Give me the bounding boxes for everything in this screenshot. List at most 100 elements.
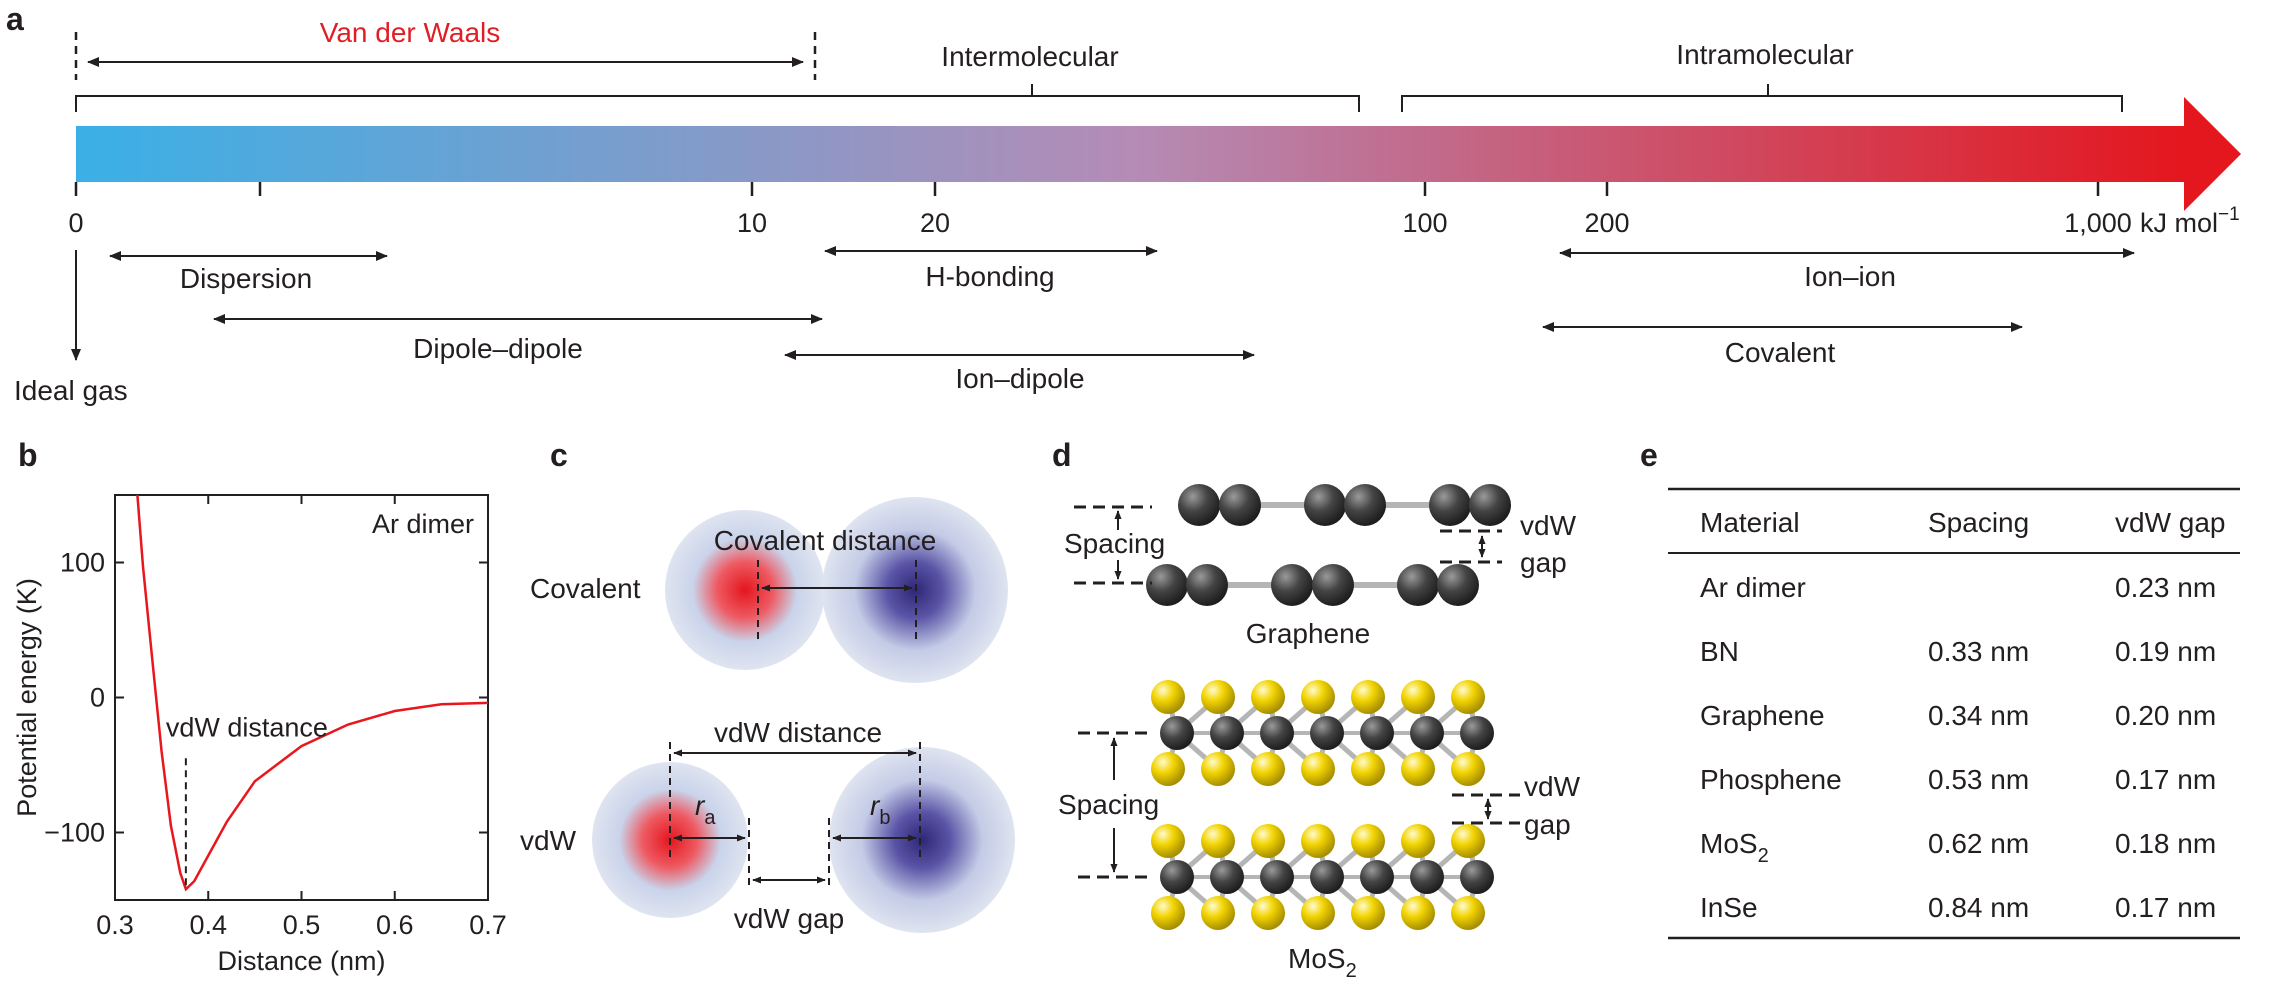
table-cell-vdw-gap: 0.19 nm [2115, 636, 2216, 667]
carbon-atom [1429, 484, 1471, 526]
mos2-spacing-label: Spacing [1058, 789, 1159, 820]
panel-label-d: d [1052, 437, 1072, 473]
covalent-atom-red [665, 510, 825, 670]
sulfur-atom [1451, 680, 1485, 714]
molybdenum-atom [1160, 860, 1194, 894]
x-tick-label: 0.7 [469, 910, 507, 940]
molybdenum-atom [1310, 860, 1344, 894]
carbon-atom [1437, 564, 1479, 606]
sulfur-atom [1401, 680, 1435, 714]
panel-a: a Van der Waals Intermolecular Intramole… [6, 1, 2241, 406]
table-cell-vdw-gap: 0.18 nm [2115, 828, 2216, 859]
carbon-atom [1344, 484, 1386, 526]
table-cell-spacing: 0.84 nm [1928, 892, 2029, 923]
table-cell-material: InSe [1700, 892, 1758, 923]
table-cell-spacing: 0.34 nm [1928, 700, 2029, 731]
tick-10: 10 [737, 208, 767, 238]
y-axis-label: Potential energy (K) [12, 578, 42, 817]
table-row: Phosphene 0.53 nm 0.17 nm [1700, 764, 2216, 795]
table-cell-spacing: 0.62 nm [1928, 828, 2029, 859]
panel-c: c Covalent distance Covalent vdW distanc… [520, 437, 1015, 934]
y-tick-label: 100 [60, 548, 105, 578]
molybdenum-atom [1410, 716, 1444, 750]
carbon-atom [1271, 564, 1313, 606]
ra-label: ra [695, 790, 716, 829]
sulfur-atom [1251, 680, 1285, 714]
tick-1000: 1,000 [2064, 208, 2132, 238]
panel-label-e: e [1640, 437, 1658, 473]
carbon-atom [1397, 564, 1439, 606]
energy-scale-bar [76, 126, 2186, 182]
sulfur-atom [1251, 824, 1285, 858]
table-cell-material: Ar dimer [1700, 572, 1806, 603]
table-cell-spacing: 0.33 nm [1928, 636, 2029, 667]
x-tick-label: 0.4 [189, 910, 227, 940]
x-tick-label: 0.3 [96, 910, 134, 940]
mos2-gap-label: gap [1524, 809, 1571, 840]
panel-label-b: b [18, 437, 38, 473]
van-der-waals-label: Van der Waals [320, 17, 501, 48]
sulfur-atom [1301, 752, 1335, 786]
vdw-distance-marker-label: vdW distance [166, 712, 328, 742]
table-cell-material: Phosphene [1700, 764, 1842, 795]
carbon-atom [1219, 484, 1261, 526]
graphene-vdw-label: vdW [1520, 510, 1577, 541]
sulfur-atom [1201, 680, 1235, 714]
sulfur-atom [1301, 680, 1335, 714]
vdw-row-label: vdW [520, 825, 577, 856]
sulfur-atom [1251, 896, 1285, 930]
sulfur-atom [1151, 824, 1185, 858]
sulfur-atom [1301, 824, 1335, 858]
sulfur-atom [1351, 680, 1385, 714]
sulfur-atom [1451, 752, 1485, 786]
covalent-distance-label: Covalent distance [714, 525, 937, 556]
sulfur-atom [1301, 896, 1335, 930]
sulfur-atom [1401, 752, 1435, 786]
carbon-atom [1469, 484, 1511, 526]
unit-label: kJ mol−1 [2140, 204, 2240, 238]
plot-frame [114, 494, 489, 901]
table-cell-spacing: 0.53 nm [1928, 764, 2029, 795]
sulfur-atom [1151, 896, 1185, 930]
sulfur-atom [1351, 896, 1385, 930]
tick-0: 0 [68, 208, 83, 238]
table-cell-vdw-gap: 0.17 nm [2115, 764, 2216, 795]
covalent-row-label: Covalent [530, 573, 641, 604]
mos2-structure [1151, 680, 1494, 930]
graphene-structure [1146, 484, 1511, 606]
molybdenum-atom [1210, 716, 1244, 750]
sulfur-atom [1451, 896, 1485, 930]
ion-ion-label: Ion–ion [1804, 261, 1896, 292]
sulfur-atom [1451, 824, 1485, 858]
dipole-dipole-label: Dipole–dipole [413, 333, 583, 364]
table-row: MoS2 0.62 nm 0.18 nm [1700, 828, 2216, 867]
molybdenum-atom [1410, 860, 1444, 894]
x-tick-label: 0.5 [283, 910, 321, 940]
graphene-label: Graphene [1246, 618, 1371, 649]
molybdenum-atom [1310, 716, 1344, 750]
sulfur-atom [1151, 680, 1185, 714]
table-cell-material: MoS2 [1700, 828, 1769, 867]
rb-label: rb [870, 790, 890, 829]
tick-20: 20 [920, 208, 950, 238]
x-tick-label: 0.6 [376, 910, 414, 940]
molybdenum-atom [1260, 860, 1294, 894]
intermolecular-bracket [75, 95, 1360, 112]
table-cell-material: Graphene [1700, 700, 1825, 731]
sulfur-atom [1201, 752, 1235, 786]
x-axis-label: Distance (nm) [217, 946, 385, 976]
sulfur-atom [1401, 896, 1435, 930]
molybdenum-atom [1160, 716, 1194, 750]
intermolecular-label: Intermolecular [941, 41, 1118, 72]
intramolecular-label: Intramolecular [1676, 39, 1853, 70]
panel-label-c: c [550, 437, 568, 473]
ideal-gas-label: Ideal gas [14, 375, 128, 406]
molybdenum-atom [1360, 716, 1394, 750]
carbon-atom [1304, 484, 1346, 526]
